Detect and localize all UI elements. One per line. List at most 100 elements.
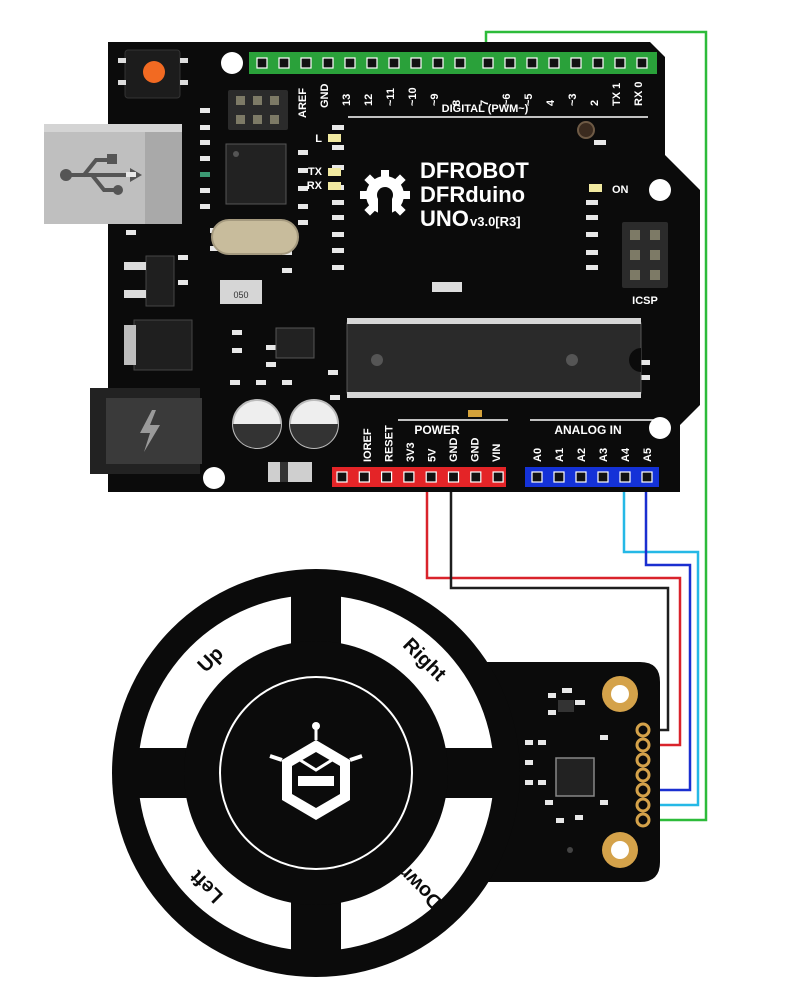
wire-a5 (644, 482, 692, 792)
version-label: v3.0[R3] (470, 214, 521, 229)
pin-label-power: GND (470, 438, 482, 463)
voltage-regulator (133, 319, 193, 371)
header-pin (575, 471, 587, 483)
header-pin (454, 57, 466, 69)
pin-label-power: IOREF (362, 428, 374, 462)
sensor-pin (635, 812, 651, 828)
svg-text:050: 050 (233, 290, 248, 300)
header-pin (447, 471, 460, 483)
on-label: ON (612, 184, 629, 196)
header-pin (504, 57, 516, 69)
usb-connector (44, 124, 182, 224)
pin-label-digital: RX 0 (633, 82, 645, 106)
header-pin (548, 57, 560, 69)
variant-label: UNO (420, 206, 469, 231)
pin-label-digital: 4 (545, 99, 557, 106)
brand-label: DFROBOT (420, 158, 529, 183)
fuse: 050 (220, 280, 262, 304)
sensor-pin (635, 752, 651, 768)
dfrobot-robot-logo (269, 722, 363, 820)
sensor-pin (635, 722, 651, 738)
header-pin (300, 57, 312, 69)
pin-label-analog: A5 (642, 448, 654, 462)
header-pin (526, 57, 538, 69)
voltage-regulator (145, 255, 175, 307)
header-pin (344, 57, 356, 69)
pin-label-aref: AREF (297, 88, 309, 118)
header-pin (636, 57, 648, 69)
on-led (589, 184, 602, 192)
pin-label-power: GND (448, 438, 460, 463)
pin-label-digital: TX 1 (611, 83, 623, 106)
analog-header-label: ANALOG IN (554, 423, 621, 437)
analog-header: ANALOG IN A0 A1 A2 A3 A4 A5 (525, 419, 659, 487)
header-pin (322, 57, 334, 69)
pin-label-analog: A0 (532, 448, 544, 462)
wire-gnd (449, 482, 670, 732)
header-pin (619, 471, 631, 483)
dc-power-jack (90, 388, 202, 474)
sensor-pin (635, 782, 651, 798)
pin-label-digital: ~10 (407, 87, 419, 106)
capacitor (289, 399, 339, 449)
touch-sensor-module: Up Right Left Down (112, 569, 660, 977)
header-pin (641, 471, 653, 483)
header-pin (381, 471, 393, 483)
icsp-header-usb (228, 90, 288, 130)
header-pin (570, 57, 582, 69)
pin-label-digital: ~6 (501, 93, 513, 106)
status-leds: L TX RX (307, 133, 341, 192)
model-label: DFRduino (420, 182, 525, 207)
wire-d7 (484, 30, 708, 822)
sensor-pin (635, 737, 651, 753)
header-pin (403, 471, 415, 483)
sensor-pin (635, 797, 651, 813)
sensor-mounting-hole (602, 832, 638, 868)
pin-label-digital: ~3 (567, 93, 579, 106)
pin-label-analog: A3 (598, 448, 610, 462)
pin-label-digital: 12 (363, 94, 375, 106)
header-pin (410, 57, 422, 69)
pin-label-analog: A2 (576, 448, 588, 462)
header-pin (614, 57, 626, 69)
inner-ring (219, 676, 413, 870)
header-pin (597, 471, 609, 483)
icsp-label: ICSP (632, 295, 658, 307)
op-amp-chip (275, 327, 315, 359)
usb-icon (66, 158, 132, 192)
icsp-header: ICSP (622, 222, 668, 307)
led-l-label: L (315, 133, 322, 145)
pin-label-digital: ~9 (429, 93, 441, 106)
header-pin (553, 471, 565, 483)
header-pin (278, 57, 290, 69)
sensor-pin (635, 767, 651, 783)
touch-ic (555, 757, 595, 797)
mounting-hole (649, 417, 671, 439)
header-pin (592, 57, 604, 69)
pin-label-digital: 8 (451, 100, 463, 106)
pin-label-analog: A1 (554, 448, 566, 462)
pin-label-power: VIN (491, 444, 503, 462)
header-pin (336, 471, 348, 483)
reset-button (143, 61, 165, 83)
header-pin (256, 57, 268, 69)
pin-label-power: 3V3 (405, 442, 417, 462)
sensor-pin-header (635, 722, 651, 828)
pin-label-analog: A4 (620, 447, 632, 462)
header-pin (482, 57, 494, 69)
header-pin (432, 57, 444, 69)
diode (268, 462, 312, 482)
atmega-chip (346, 318, 642, 398)
power-header-label: POWER (414, 423, 460, 437)
sensor-mounting-hole (602, 676, 638, 712)
mounting-hole (221, 52, 243, 74)
header-pin (531, 471, 543, 483)
power-bolt-icon (140, 410, 160, 452)
pin-label-digital: ~11 (385, 88, 397, 106)
mounting-hole (203, 467, 225, 489)
capacitor (232, 399, 282, 449)
digital-header-label: DIGITAL (PWM~) (442, 103, 529, 115)
